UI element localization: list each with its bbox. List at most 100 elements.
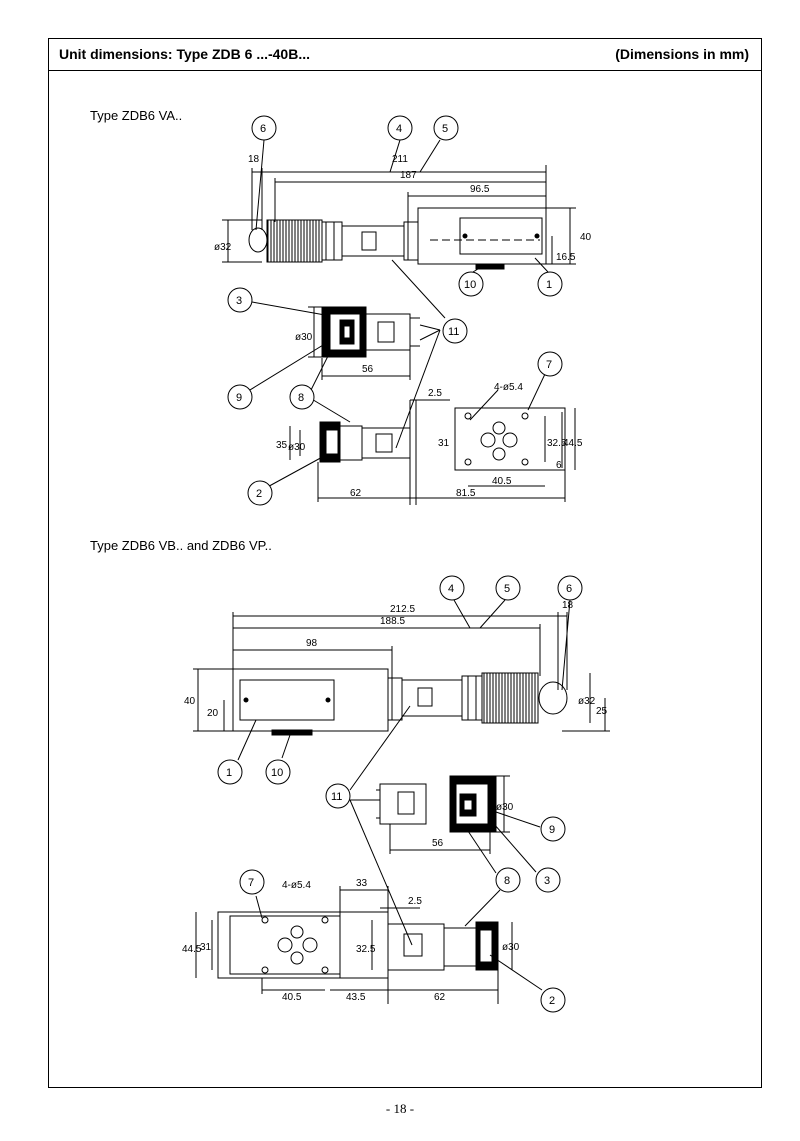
page-number: - 18 - <box>385 1101 415 1116</box>
va-side-view <box>222 165 576 270</box>
units-note: (Dimensions in mm) <box>615 46 749 62</box>
dim-31: 31 <box>438 438 450 449</box>
balloon: 11 <box>325 783 351 809</box>
svg-text:9: 9 <box>549 824 555 836</box>
dim-20: 20 <box>207 708 219 719</box>
balloon: 7 <box>537 351 563 377</box>
dim-31: 31 <box>200 942 212 953</box>
svg-text:10: 10 <box>464 279 476 291</box>
balloon: 1 <box>537 271 563 297</box>
svg-text:5: 5 <box>504 583 510 595</box>
balloon: 4 <box>387 115 413 141</box>
dim-212-5: 212.5 <box>390 604 415 615</box>
dim-holes: 4-ø5.4 <box>282 880 311 891</box>
dim-18: 18 <box>562 600 574 611</box>
dim-62: 62 <box>434 992 446 1003</box>
balloon: 8 <box>495 867 521 893</box>
balloon: 8 <box>289 384 315 410</box>
dim-62: 62 <box>350 488 362 499</box>
svg-text:4: 4 <box>448 583 454 595</box>
dim-98: 98 <box>306 638 318 649</box>
page-frame: Unit dimensions: Type ZDB 6 ...-40B... (… <box>48 38 762 1088</box>
svg-text:5: 5 <box>442 123 448 135</box>
balloon: 1 <box>217 759 243 785</box>
dim-187: 187 <box>400 170 417 181</box>
vb-front-view <box>195 886 513 1004</box>
balloon: 7 <box>239 869 265 895</box>
balloon: 10 <box>458 271 484 297</box>
dim-6: 6 <box>556 460 562 471</box>
balloon: 5 <box>495 575 521 601</box>
svg-text:2: 2 <box>549 995 555 1007</box>
va-dimension-labels: 211 187 96.5 18 40 16.5 ø32 ø30 56 2.5 4… <box>214 154 592 499</box>
dim-40-5: 40.5 <box>282 992 302 1003</box>
balloon: 9 <box>540 816 566 842</box>
dim-43-5: 43.5 <box>346 992 366 1003</box>
vb-dimension-labels: 212.5 188.5 98 18 40 20 ø32 25 ø30 56 4-… <box>182 600 608 1003</box>
dim-35: 35 <box>276 440 288 451</box>
va-front-view <box>289 399 576 505</box>
page-title: Unit dimensions: Type ZDB 6 ...-40B... <box>59 46 310 62</box>
drawing-zdb6-va <box>222 139 576 505</box>
balloon: 3 <box>227 287 253 313</box>
balloon: 6 <box>557 575 583 601</box>
va-cap-assembly <box>308 306 420 380</box>
dim-2-5: 2.5 <box>428 388 442 399</box>
dim-32-5: 32.5 <box>356 944 376 955</box>
dim-dia-30-a: ø30 <box>295 332 313 343</box>
balloon: 2 <box>540 987 566 1013</box>
dim-211: 211 <box>392 154 408 165</box>
dim-18: 18 <box>248 154 260 165</box>
balloon: 11 <box>442 318 468 344</box>
svg-text:6: 6 <box>566 583 572 595</box>
vb-side-view <box>193 612 610 736</box>
balloon: 9 <box>227 384 253 410</box>
svg-text:8: 8 <box>504 875 510 887</box>
svg-text:11: 11 <box>331 791 342 803</box>
va-balloons: 6 4 5 10 1 3 11 9 8 7 2 <box>227 115 563 506</box>
dim-33: 33 <box>356 878 368 889</box>
dim-44-5: 44.5 <box>182 944 202 955</box>
dim-56: 56 <box>362 364 374 375</box>
svg-text:2: 2 <box>256 488 262 500</box>
dim-2-5: 2.5 <box>408 896 422 907</box>
vb-balloons: 4 5 6 1 10 11 9 3 8 7 2 <box>217 575 583 1013</box>
caption-zdb6-vb-vp: Type ZDB6 VB.. and ZDB6 VP.. <box>90 538 272 553</box>
dim-dia-32: ø32 <box>578 696 596 707</box>
title-bar: Unit dimensions: Type ZDB 6 ...-40B... (… <box>49 39 761 71</box>
vb-cap-assembly <box>376 775 510 854</box>
balloon: 2 <box>247 480 273 506</box>
dim-16-5: 16.5 <box>556 252 576 263</box>
dim-96-5: 96.5 <box>470 184 490 195</box>
svg-text:8: 8 <box>298 392 304 404</box>
dim-dia-30-a: ø30 <box>496 802 514 813</box>
svg-text:1: 1 <box>546 279 552 291</box>
balloon: 5 <box>433 115 459 141</box>
dim-dia-30-b: ø30 <box>288 442 306 453</box>
svg-text:7: 7 <box>248 877 254 889</box>
caption-zdb6-va: Type ZDB6 VA.. <box>90 108 183 123</box>
dim-25: 25 <box>596 706 608 717</box>
dim-44-5: 44.5 <box>563 438 583 449</box>
dim-188-5: 188.5 <box>380 616 405 627</box>
svg-text:10: 10 <box>271 767 283 779</box>
dim-40: 40 <box>580 232 592 243</box>
dim-holes: 4-ø5.4 <box>494 382 523 393</box>
dim-dia-32: ø32 <box>214 242 232 253</box>
dim-dia-30-b: ø30 <box>502 942 520 953</box>
balloon: 4 <box>439 575 465 601</box>
svg-text:4: 4 <box>396 123 402 135</box>
balloon: 10 <box>265 759 291 785</box>
balloon: 6 <box>251 115 277 141</box>
dim-81-5: 81.5 <box>456 488 476 499</box>
balloon: 3 <box>535 867 561 893</box>
svg-text:3: 3 <box>544 875 550 887</box>
svg-text:11: 11 <box>448 326 459 338</box>
dim-40-5: 40.5 <box>492 476 512 487</box>
svg-text:3: 3 <box>236 295 242 307</box>
dim-40: 40 <box>184 696 196 707</box>
svg-text:9: 9 <box>236 392 242 404</box>
dim-32-5: 32.5 <box>547 438 567 449</box>
svg-text:1: 1 <box>226 767 232 779</box>
